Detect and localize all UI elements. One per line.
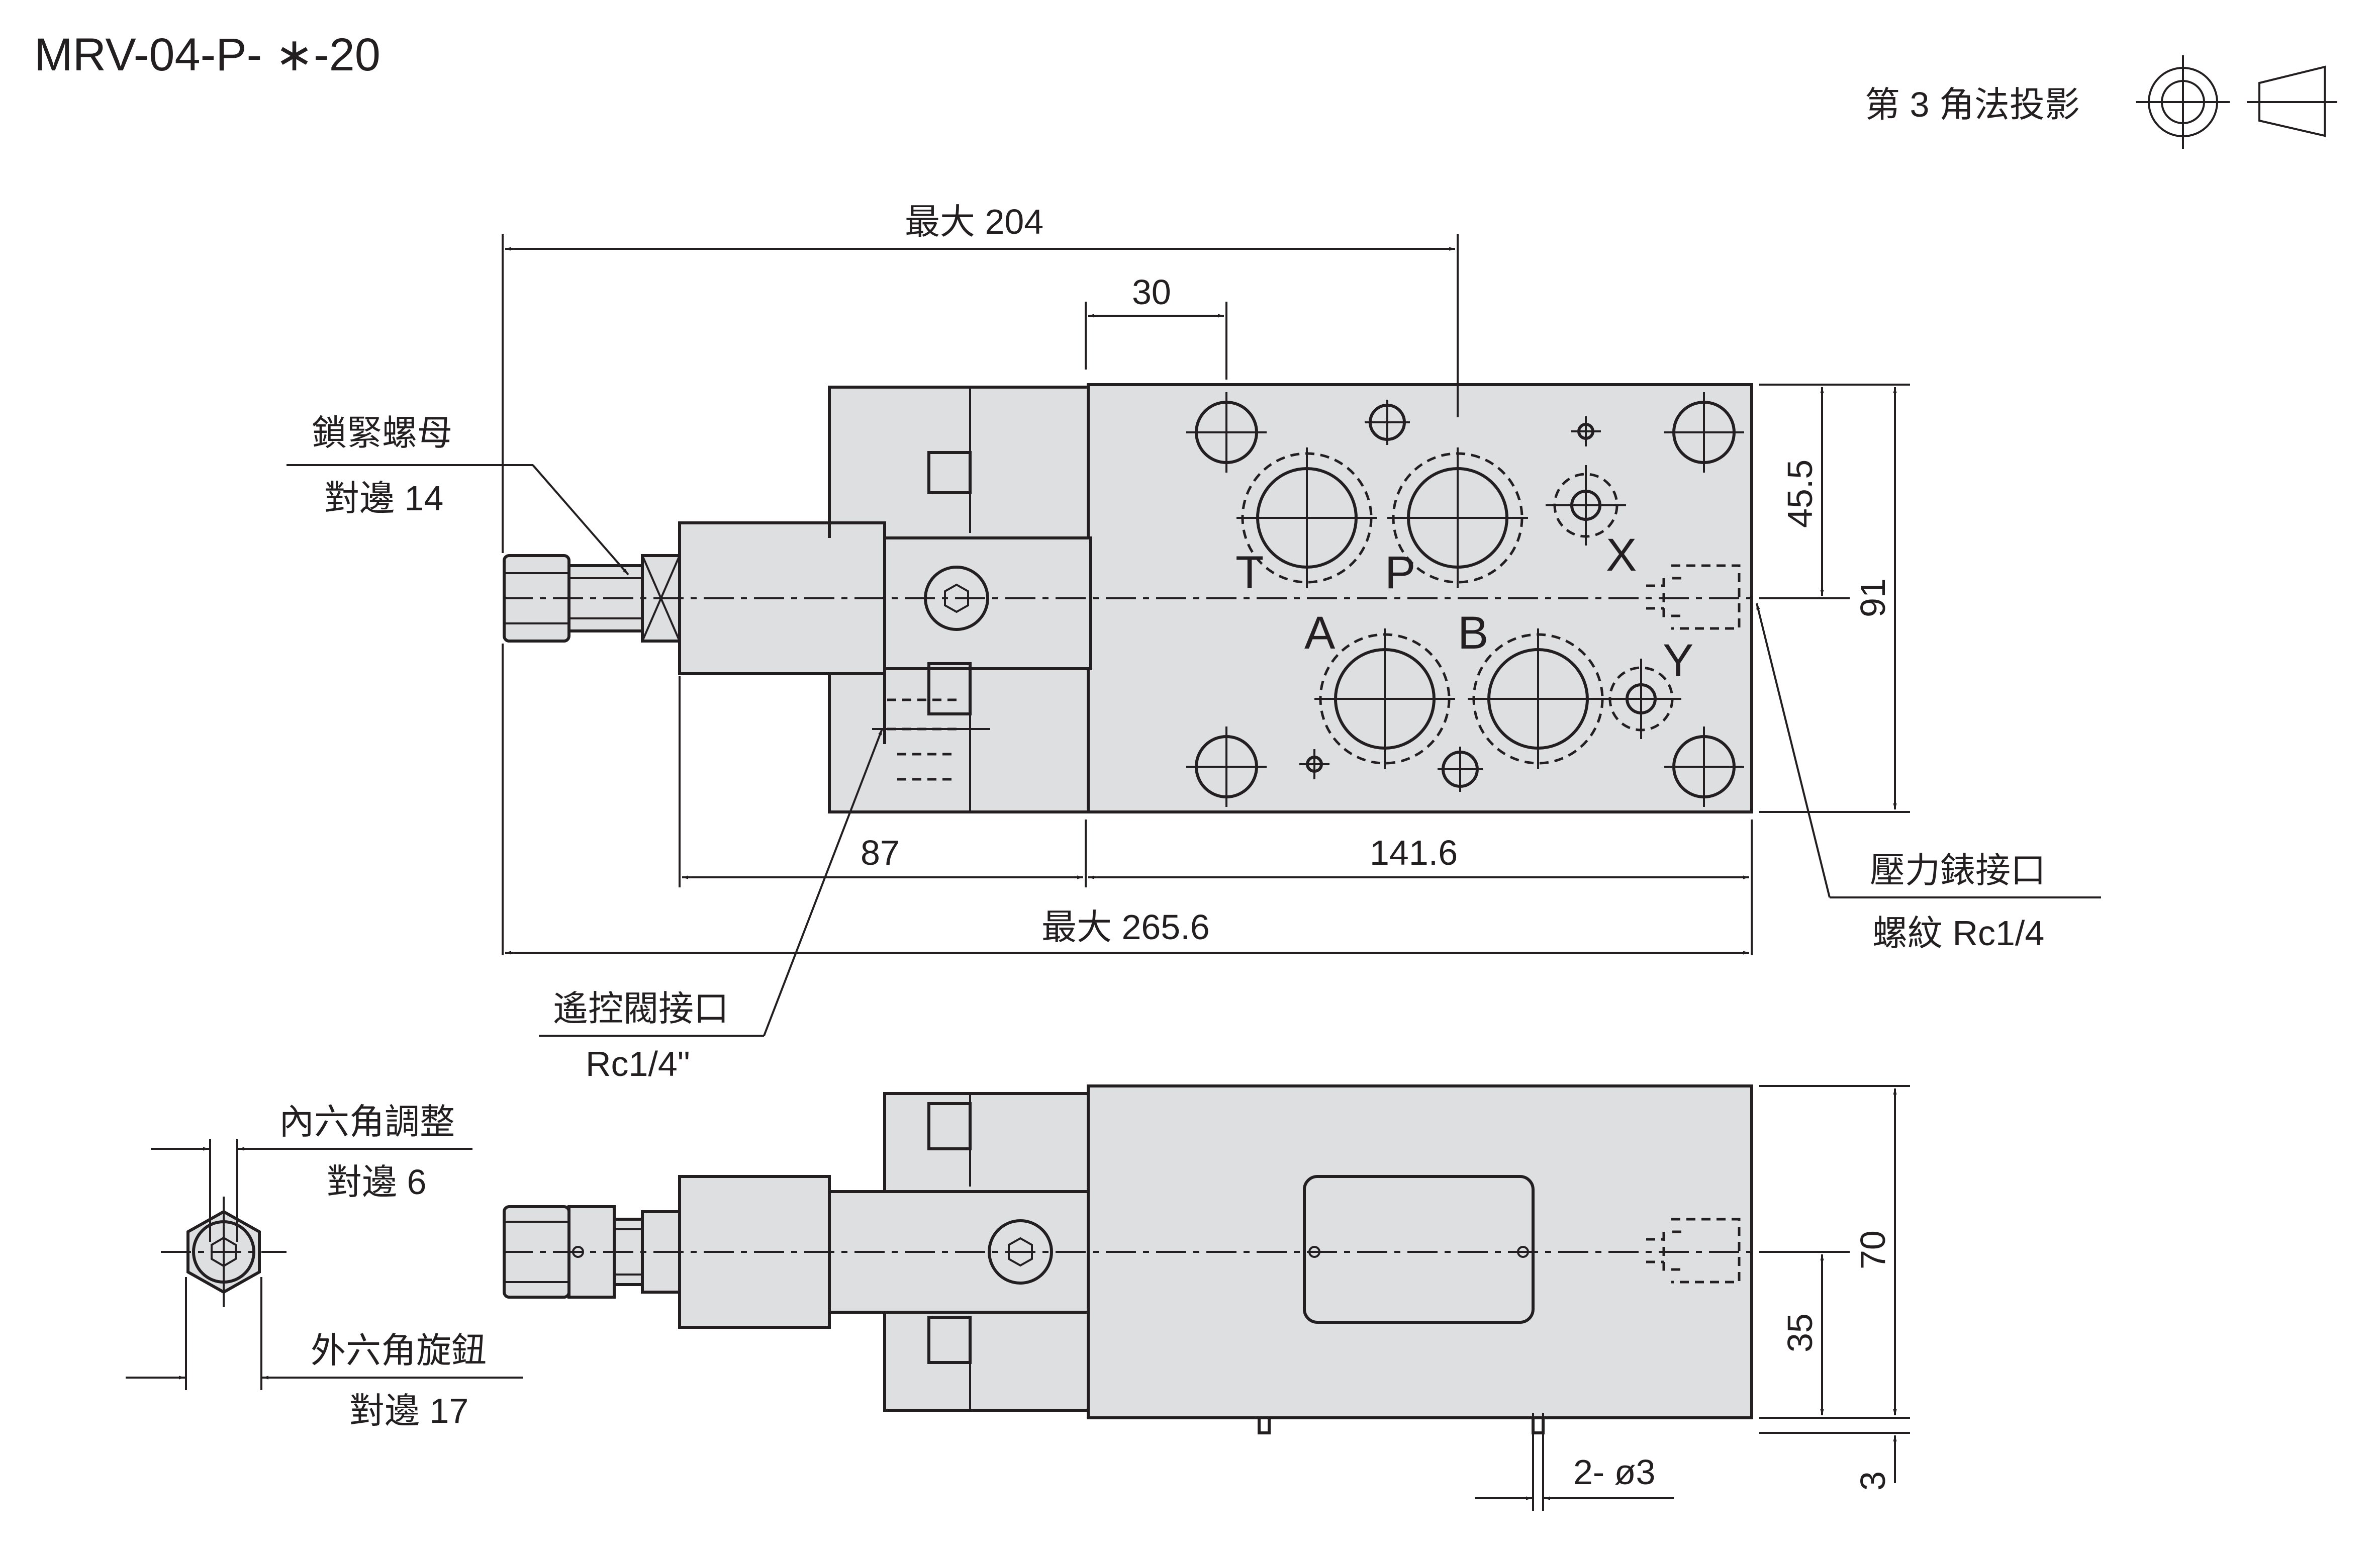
port-A-hole: [1314, 628, 1455, 769]
port-T-label: T: [1235, 547, 1264, 598]
callout-lock-nut: 鎖緊螺母: [312, 413, 452, 452]
top-view: T P X A B Y: [503, 383, 1764, 813]
callout-hex-socket: 內六角調整: [279, 1102, 455, 1141]
dim-2-holes: 2- ø3: [1573, 1452, 1655, 1492]
port-B-label: B: [1458, 607, 1488, 659]
front-view: [503, 1084, 1764, 1434]
gauge-port-hidden: [1646, 564, 1741, 630]
top-view-callouts: 鎖緊螺母 對邊 14 壓力錶接口 螺紋 Rc1/4 遙控閥接口 Rc1/4": [287, 413, 2101, 1083]
dim-3: 3: [1853, 1471, 1892, 1491]
callout-lock-nut-spec: 對邊 14: [324, 479, 443, 518]
projection-label: 第 3 角法投影: [1865, 85, 2080, 124]
callout-gauge-thread: 螺紋 Rc1/4: [1872, 914, 2044, 953]
dim-30: 30: [1132, 273, 1171, 312]
dim-45-5: 45.5: [1780, 460, 1820, 528]
top-view-dimensions: 最大 204 30 45.5 91 87 141.6 最大 265.6: [502, 202, 1910, 955]
port-P-hole: [1387, 447, 1528, 588]
mounting-bolt-holes: [1186, 392, 1744, 807]
knob-end-view: 內六角調整 對邊 6 外六角旋鈕 對邊 17: [126, 1102, 523, 1430]
callout-remote-thread: Rc1/4": [586, 1044, 690, 1083]
port-X-label: X: [1606, 529, 1637, 581]
port-T-hole: [1236, 447, 1377, 588]
port-Y-hole: [1601, 659, 1681, 739]
dim-max-265-6: 最大 265.6: [1041, 907, 1210, 947]
projection-symbol: 第 3 角法投影: [1865, 55, 2337, 149]
port-X-hole: [1546, 465, 1626, 546]
callout-hex-knob: 外六角旋鈕: [311, 1331, 487, 1370]
front-view-dimensions: 70 35 3 2- ø3: [1475, 1085, 1910, 1511]
projection-circle-icon: [2136, 55, 2230, 149]
nameplate: [1303, 1175, 1535, 1324]
drawing-title: MRV-04-P- ∗-20: [34, 29, 380, 80]
projection-cone-icon: [2247, 65, 2337, 137]
dim-max-204: 最大 204: [905, 202, 1043, 241]
dim-35: 35: [1780, 1313, 1820, 1352]
dim-87: 87: [861, 833, 900, 872]
port-A-label: A: [1304, 607, 1336, 659]
callout-remote-port: 遙控閥接口: [553, 989, 729, 1028]
dim-70: 70: [1853, 1230, 1892, 1269]
dim-91: 91: [1853, 578, 1892, 617]
port-Y-label: Y: [1663, 635, 1693, 686]
callout-hex-knob-spec: 對邊 17: [349, 1391, 468, 1430]
port-P-label: P: [1385, 547, 1415, 598]
callout-hex-socket-spec: 對邊 6: [327, 1162, 426, 1202]
dim-141-6: 141.6: [1370, 833, 1458, 872]
callout-gauge-port: 壓力錶接口: [1870, 851, 2046, 890]
